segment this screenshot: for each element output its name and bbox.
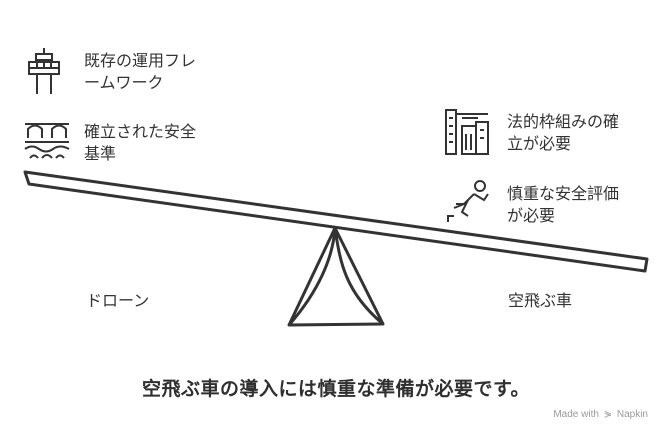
left-item-2-line1: 確立された安全	[84, 122, 197, 141]
bridge-over-water-icon	[24, 123, 70, 159]
made-with-footer: Made with ⋟ Napkin	[553, 409, 648, 420]
made-with-label: Made with	[553, 409, 599, 420]
right-item-2-line1: 慎重な安全評価	[507, 184, 620, 203]
diagram-caption: 空飛ぶ車の導入には慎重な準備が必要です。	[141, 378, 531, 400]
right-side-label: 空飛ぶ車	[508, 291, 573, 310]
seesaw-fulcrum	[287, 226, 385, 327]
left-side-label: ドローン	[86, 291, 150, 310]
falling-person-icon	[447, 180, 489, 222]
right-item-2-line2: が必要	[507, 206, 556, 225]
legal-building-icon	[445, 109, 489, 155]
right-item-2-text: 慎重な安全評価 が必要	[507, 183, 619, 227]
control-tower-icon	[28, 48, 60, 94]
right-item-1-line1: 法的枠組みの確	[507, 112, 620, 131]
seesaw-plank	[23, 170, 649, 273]
left-item-1-line2: ームワーク	[84, 73, 164, 92]
left-item-2-line2: 基準	[84, 144, 117, 163]
left-item-1-line1: 既存の運用フレ	[84, 51, 197, 70]
left-item-1-text: 既存の運用フレ ームワーク	[84, 50, 196, 94]
right-item-1-line2: 立が必要	[507, 134, 572, 153]
napkin-logo-icon: ⋟	[603, 409, 613, 420]
brand-name: Napkin	[616, 409, 648, 420]
right-item-1-text: 法的枠組みの確 立が必要	[507, 111, 619, 155]
left-item-2-text: 確立された安全 基準	[84, 121, 196, 165]
